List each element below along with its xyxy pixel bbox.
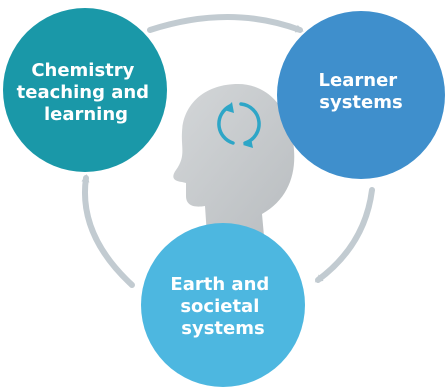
node-learner-circle <box>277 11 445 179</box>
human-head-icon <box>173 84 295 236</box>
node-chemistry: Chemistry teaching and learning <box>3 8 167 172</box>
node-chemistry-circle <box>3 8 167 172</box>
arrow-learner-to-earth <box>314 187 375 283</box>
node-earth-label: Earth and societal systems <box>170 274 275 339</box>
cycle-arrows-icon <box>217 102 261 148</box>
node-earth-circle <box>141 223 305 387</box>
node-chemistry-label: Chemistry teaching and learning <box>17 60 156 125</box>
arrow-earth-to-chemistry <box>81 174 135 288</box>
arrow-chemistry-to-learner <box>147 14 304 33</box>
node-earth: Earth and societal systems <box>141 223 305 387</box>
node-learner-label: Learner systems <box>319 70 404 113</box>
node-learner: Learner systems <box>277 11 445 179</box>
